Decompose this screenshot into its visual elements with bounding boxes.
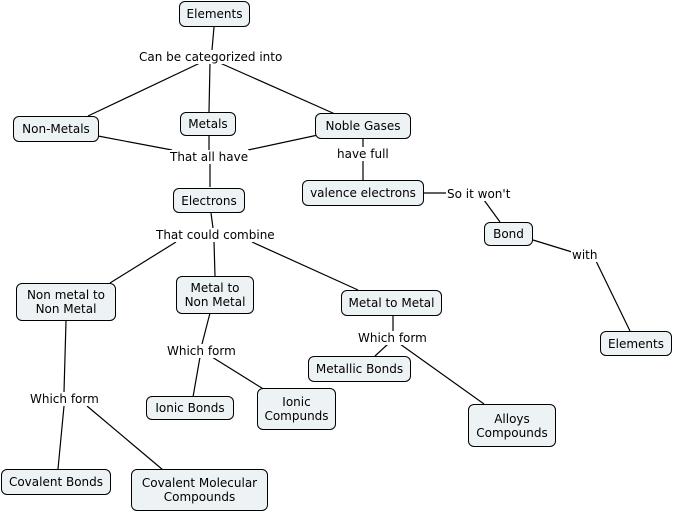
connector-line	[399, 343, 485, 405]
non-metals-node[interactable]: Non-Metals	[13, 116, 99, 142]
connector-line	[219, 62, 336, 115]
electrons-node[interactable]: Electrons	[173, 188, 245, 213]
link-label: Can be categorized into	[138, 50, 284, 64]
link-label: That all have	[169, 150, 250, 164]
metals-node[interactable]: Metals	[180, 112, 236, 136]
connector-line	[63, 320, 67, 393]
elements-node[interactable]: Elements	[179, 1, 250, 27]
link-label: That could combine	[155, 228, 276, 242]
connector-line	[532, 239, 573, 253]
link-label: Which form	[29, 392, 100, 406]
connector-line	[192, 356, 201, 398]
ionic-bonds-node[interactable]: Ionic Bonds	[146, 396, 234, 420]
connector-line	[251, 241, 359, 291]
ionic-compunds-node[interactable]: Ionic Compunds	[257, 388, 336, 430]
metallic-bonds-node[interactable]: Metallic Bonds	[308, 356, 411, 382]
bond-node[interactable]: Bond	[484, 222, 533, 246]
noble-gases-node[interactable]: Noble Gases	[315, 113, 411, 139]
metal-to-metal-node[interactable]: Metal to Metal	[341, 290, 442, 316]
link-label: So it won't	[446, 187, 512, 201]
connector-line	[211, 26, 215, 51]
non-metal-to-non-metal-node[interactable]: Non metal to Non Metal	[16, 283, 116, 321]
metal-to-non-metal-node[interactable]: Metal to Non Metal	[176, 276, 254, 314]
connector-line	[247, 134, 319, 151]
link-label: Which form	[357, 331, 428, 345]
covalent-molecular-compounds-node[interactable]: Covalent Molecular Compounds	[131, 469, 268, 511]
covalent-bonds-node[interactable]: Covalent Bonds	[1, 469, 111, 495]
connector-line	[213, 241, 216, 277]
connector-line	[595, 260, 631, 332]
link-label: with	[571, 248, 599, 262]
connector-line	[109, 241, 177, 284]
elements-node-2[interactable]: Elements	[600, 331, 672, 356]
connector-line	[210, 212, 214, 229]
connector-line	[86, 405, 164, 471]
connector-line	[87, 62, 201, 117]
valence-electrons-node[interactable]: valence electrons	[302, 180, 424, 206]
connector-line	[374, 343, 389, 357]
connector-line	[211, 356, 266, 391]
connector-line	[483, 199, 501, 223]
connector-line	[97, 135, 173, 151]
connector-line	[201, 312, 211, 345]
alloys-compounds-node[interactable]: Alloys Compounds	[468, 404, 556, 447]
link-label: Which form	[166, 344, 237, 358]
link-label: have full	[336, 147, 390, 161]
connector-line	[57, 405, 65, 470]
connector-line	[208, 62, 211, 113]
